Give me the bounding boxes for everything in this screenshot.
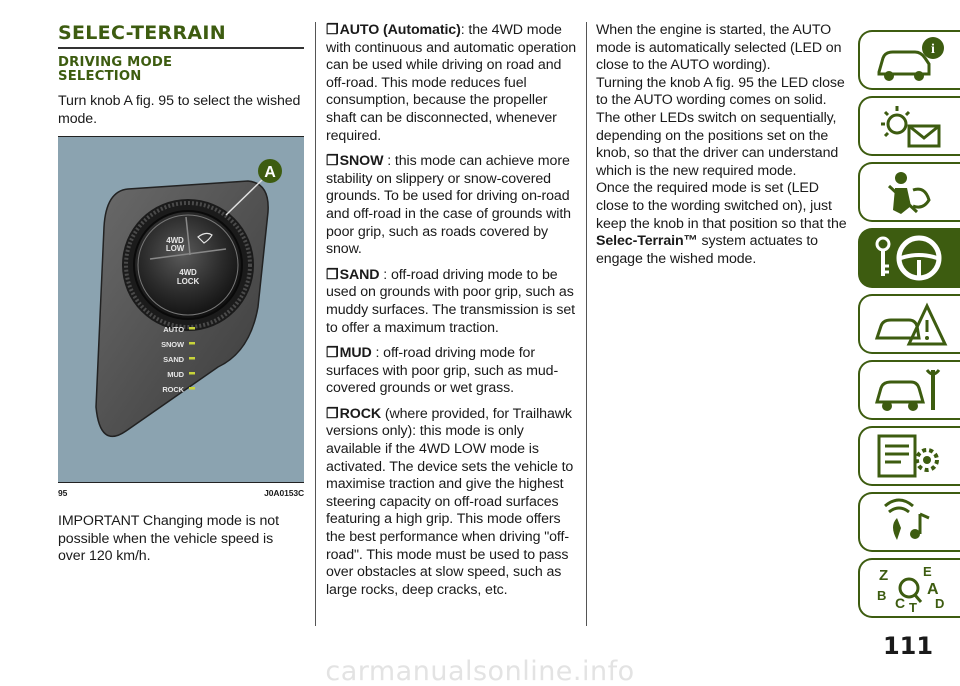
index-letter-e: E [923, 564, 932, 579]
tab-maintenance[interactable] [858, 360, 960, 420]
mode-led-auto [189, 327, 195, 330]
column-2: ❒AUTO (Automatic): the 4WD mode with con… [326, 22, 578, 607]
mode-led-snow [189, 342, 195, 345]
mode-description: (where provided, for Trailhawk versions … [326, 405, 574, 598]
figure-caption: 95 J0A0153C [58, 482, 304, 503]
mode-item-snow: ❒SNOW : this mode can achieve more stabi… [326, 153, 578, 259]
mode-symbol-icon [197, 233, 213, 245]
page-number: 111 [882, 632, 934, 660]
tab-technical-data[interactable] [858, 426, 960, 486]
callout-a: A [264, 164, 276, 181]
mode-label-rock: ROCK [162, 385, 184, 394]
mode-led-list: AUTO SNOW SAND MUD ROCK [161, 325, 195, 394]
mode-item-sand: ❒SAND : off-road driving mode to be used… [326, 267, 578, 337]
index-letter-d: D [935, 596, 944, 611]
tab-emergency[interactable] [858, 294, 960, 354]
mode-label-snow: SNOW [161, 340, 185, 349]
subsection-title: DRIVING MODE SELECTION [58, 56, 304, 83]
watermark: carmanualsonline.info [325, 656, 635, 686]
mode-name: SAND [339, 266, 380, 283]
svg-text:i: i [931, 42, 935, 57]
figure-number: 95 [58, 488, 68, 499]
tab-safety[interactable] [858, 162, 960, 222]
selec-terrain-brand: Selec-Terrain™ [596, 233, 698, 250]
subsection-title-line-1: DRIVING MODE [58, 55, 173, 70]
column-divider-1 [315, 22, 316, 626]
mode-item-rock: ❒ROCK (where provided, for Trailhawk ver… [326, 406, 578, 600]
subsection-title-line-2: SELECTION [58, 68, 142, 84]
paragraph-engine-start: When the engine is started, the AUTO mod… [596, 22, 842, 74]
mode-led-rock [189, 387, 195, 390]
bullet-box-icon: ❒ [326, 22, 339, 38]
paragraph-mode-set-end: system actuates to engage the wished mod… [596, 233, 818, 267]
mode-led-mud [189, 372, 195, 375]
modes-description-list: ❒AUTO (Automatic): the 4WD mode with con… [326, 22, 578, 599]
mode-led-sand [189, 357, 195, 360]
tab-warning-lights[interactable] [858, 96, 960, 156]
index-letter-t: T [909, 600, 917, 614]
bullet-box-icon: ❒ [326, 345, 339, 362]
mode-name: ROCK [339, 405, 381, 422]
paragraph-mode-set-start: Once the required mode is set (LED close… [596, 180, 847, 232]
column-1: SELEC-TERRAIN DRIVING MODE SELECTION Tur… [58, 22, 304, 574]
mode-name: AUTO (Automatic) [339, 22, 461, 38]
tab-index[interactable]: Z E B A C D T [858, 558, 960, 618]
index-letter-z: Z [879, 567, 888, 584]
paragraph-mode-set: Once the required mode is set (LED close… [596, 180, 848, 268]
multimedia-icon [884, 498, 930, 540]
mode-description: : this mode can achieve more stability o… [326, 153, 571, 258]
index-letter-a: A [927, 581, 939, 598]
mode-label-sand: SAND [163, 355, 185, 364]
mode-item-auto: ❒AUTO (Automatic): the 4WD mode with con… [326, 22, 578, 145]
index-icon: Z E B A C D T [877, 564, 944, 614]
tab-multimedia[interactable] [858, 492, 960, 552]
tab-car-info[interactable]: i [858, 30, 960, 90]
column-3: When the engine is started, the AUTO mod… [596, 22, 848, 268]
steering-wheel-key-icon [875, 235, 942, 281]
bullet-box-icon: ❒ [326, 153, 339, 170]
index-letter-b: B [877, 588, 886, 603]
warning-lights-icon [881, 106, 941, 148]
index-letter-c: C [895, 595, 905, 611]
column-divider-2 [586, 22, 587, 626]
mode-label-auto: AUTO [163, 325, 184, 334]
mode-description: : off-road driving mode for surfaces wit… [326, 345, 559, 397]
mode-description: : the 4WD mode with continuous and autom… [326, 22, 577, 144]
important-note: IMPORTANT Changing mode is not possible … [58, 512, 279, 565]
paragraph-knob-turning: Turning the knob A fig. 95 the LED close… [596, 74, 845, 179]
technical-data-icon [877, 434, 939, 478]
car-maintenance-icon [875, 369, 941, 411]
tab-starting-and-driving[interactable] [858, 228, 960, 288]
emergency-triangle-icon [874, 302, 948, 346]
mode-name: MUD [339, 345, 372, 362]
mode-name: SNOW [339, 153, 384, 170]
mode-label-mud: MUD [167, 370, 184, 379]
intro-paragraph: Turn knob A fig. 95 to select the wished… [58, 93, 301, 127]
airbag-safety-icon [887, 172, 931, 214]
bullet-box-icon: ❒ [326, 405, 339, 422]
figure-code: J0A0153C [264, 488, 304, 499]
mode-description: : off-road driving mode to be used on gr… [326, 266, 575, 336]
section-title: SELEC-TERRAIN [58, 22, 304, 49]
mode-item-mud: ❒MUD : off-road driving mode for surface… [326, 345, 578, 398]
car-info-icon: i [877, 37, 944, 81]
bullet-box-icon: ❒ [326, 266, 339, 283]
